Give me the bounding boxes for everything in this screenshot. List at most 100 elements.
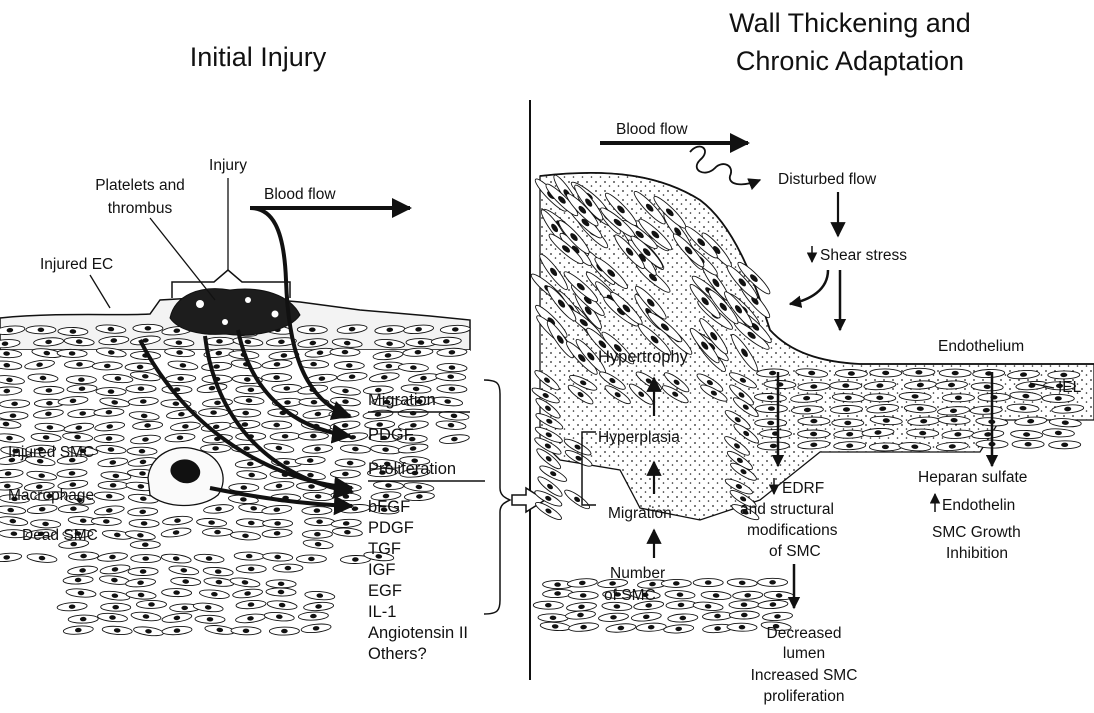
smc-cell — [1042, 428, 1074, 437]
smc-cell — [262, 421, 292, 429]
migration-items: PDGF — [368, 426, 414, 444]
smc-cell — [942, 394, 974, 402]
label-injured-smc: Injured SMC — [8, 444, 94, 461]
smc-cell — [757, 442, 789, 451]
smc-cell — [939, 369, 971, 377]
smc-cell — [296, 555, 326, 563]
smc-cell — [305, 517, 335, 526]
thrombus-speck — [222, 319, 228, 325]
smc-cell — [830, 381, 862, 390]
label-smc-growth-line-2: Inhibition — [946, 545, 1008, 562]
smc-cell — [262, 373, 292, 381]
smc-cell — [298, 432, 328, 440]
smc-cell — [759, 430, 791, 438]
proliferation-factor-item: PDGF — [368, 519, 414, 537]
label-macrophage: Macrophage — [8, 487, 94, 504]
smc-cell — [693, 579, 723, 587]
smc-cell — [199, 409, 229, 417]
left-title: Initial Injury — [190, 42, 327, 72]
label-injury: Injury — [209, 157, 247, 174]
label-blood-flow-left: Blood flow — [264, 186, 336, 203]
label-edrf-line-1: EDRF — [782, 480, 824, 497]
smc-cell — [835, 369, 867, 378]
smc-cell — [94, 434, 124, 443]
platelets-leader-line — [150, 218, 215, 300]
smc-cell — [758, 578, 788, 586]
smc-cell — [136, 600, 166, 608]
proliferation-factor-item: IL-1 — [368, 603, 396, 621]
smc-cell — [870, 369, 902, 378]
smc-cell — [204, 337, 234, 346]
smc-cell — [162, 588, 192, 597]
factor-list-bracket — [484, 380, 510, 614]
proliferation-heading: Proliferation — [368, 460, 456, 478]
smc-cell — [1012, 440, 1044, 448]
thrombus-speck — [196, 300, 204, 308]
smc-cell — [978, 393, 1010, 401]
smc-cell — [297, 325, 327, 333]
smc-cell — [96, 387, 126, 396]
migration-factor-item: PDGF — [368, 426, 414, 444]
right-title-line-2: Chronic Adaptation — [736, 46, 964, 76]
smc-cell — [126, 385, 156, 393]
smc-cell — [231, 409, 261, 417]
proliferation-factor-item: IGF — [368, 561, 396, 579]
smc-cell — [661, 579, 691, 587]
smc-cell — [563, 487, 592, 511]
label-platelets-line-1: Platelets and — [95, 177, 185, 194]
smc-cell — [302, 530, 332, 538]
smc-cell — [273, 564, 303, 572]
migration-heading: Migration — [368, 391, 436, 409]
smc-cell — [798, 417, 830, 425]
smc-cell — [266, 579, 296, 588]
smc-cell — [202, 528, 232, 536]
smc-cell — [269, 627, 299, 635]
label-heparan-sulfate: Heparan sulfate — [918, 469, 1027, 486]
smc-cell — [236, 565, 266, 573]
smc-cell — [729, 611, 759, 619]
smc-cell — [729, 601, 759, 609]
smc-cell — [26, 326, 56, 334]
smc-cell — [125, 363, 155, 371]
smc-cell — [162, 386, 192, 394]
smc-cell — [128, 567, 158, 575]
smc-cell — [1048, 371, 1080, 379]
smc-cell — [755, 405, 787, 413]
label-edrf-line-4: of SMC — [769, 543, 821, 560]
smc-cell — [66, 376, 96, 384]
label-smc-growth-line-1: SMC Growth — [932, 524, 1021, 541]
smc-cell — [398, 409, 428, 418]
label-endothelin: Endothelin — [942, 497, 1015, 514]
smc-cell — [58, 327, 88, 336]
right-title-line-1: Wall Thickening and — [729, 8, 971, 38]
smc-cell — [568, 591, 598, 599]
smc-cell — [263, 519, 293, 527]
smc-cell — [1010, 430, 1042, 440]
label-dead-smc: Dead SMC — [22, 527, 98, 544]
smc-cell — [334, 361, 364, 369]
smc-cell — [201, 444, 231, 452]
smc-cell — [231, 627, 261, 636]
label-number-line-1: Number — [610, 565, 665, 582]
smc-cell — [127, 447, 157, 456]
label-iel: IEL — [1058, 379, 1082, 396]
smc-cell — [335, 459, 365, 468]
smc-cell — [757, 369, 789, 378]
smc-cell — [798, 430, 830, 438]
smc-cell — [69, 552, 99, 561]
label-endothelium: Endothelium — [938, 338, 1024, 355]
smc-cell — [129, 519, 159, 528]
label-edrf-line-2: and structural — [740, 501, 834, 518]
label-hyperplasia: Hyperplasia — [598, 429, 680, 446]
smc-cell — [91, 517, 121, 526]
proliferation-factor-item: Angiotensin II — [368, 624, 468, 642]
smc-cell — [727, 623, 757, 632]
proliferation-factor-item: TGF — [368, 540, 401, 558]
smc-cell — [0, 411, 28, 419]
label-increased-line-2: proliferation — [764, 688, 845, 705]
label-blood-flow-right: Blood flow — [616, 121, 688, 138]
smc-cell — [330, 470, 360, 478]
injured-ec-leader-line — [90, 275, 110, 308]
